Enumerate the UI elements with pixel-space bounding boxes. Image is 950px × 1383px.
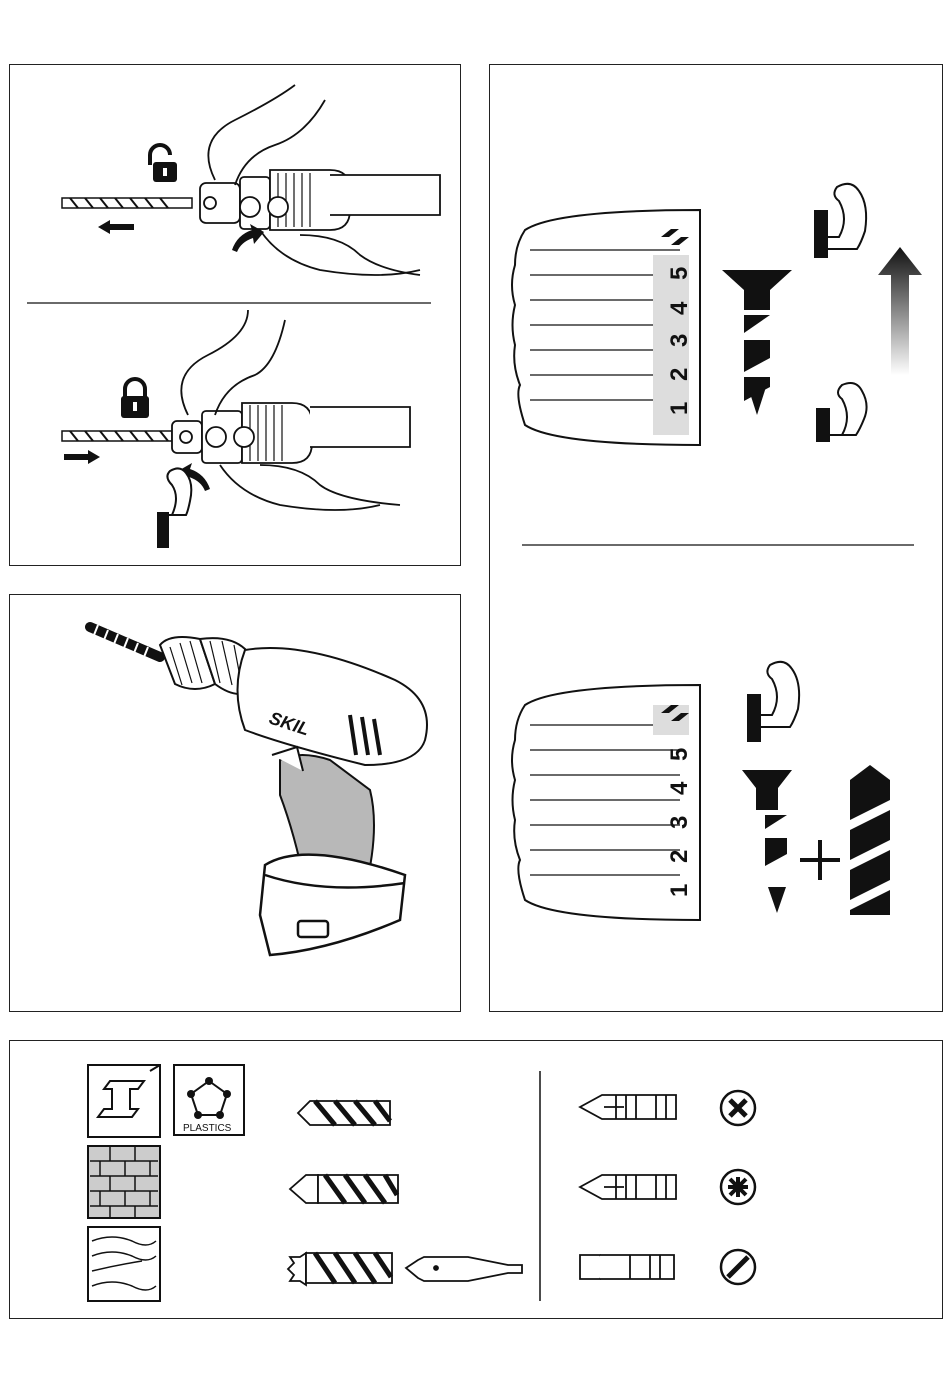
scale-1-bottom: 1 (666, 884, 693, 897)
drill-bit-icon (90, 625, 160, 657)
drill-illustration: SKIL (10, 595, 462, 1013)
lock-closed-icon (121, 379, 149, 418)
torque-panel: 5 4 3 2 1 (489, 64, 943, 1012)
scale-5-bottom: 5 (666, 748, 693, 761)
scale-2-top: 2 (666, 368, 693, 381)
arrow-left-icon (98, 220, 134, 234)
strong-arm-icon-bottom (748, 662, 799, 741)
scale-2-bottom: 2 (666, 850, 693, 863)
torque-increase-arrow-icon (878, 247, 922, 375)
scale-4-bottom: 4 (666, 781, 693, 795)
slotted-head-icon (721, 1250, 755, 1284)
chuck-top (200, 170, 440, 230)
drill-bit-top (62, 198, 192, 208)
drill-bit-bottom (62, 431, 172, 441)
spade-bit-icon (406, 1257, 522, 1281)
drill-panel: SKIL (9, 594, 461, 1012)
scale-1-top: 1 (666, 402, 693, 415)
masonry-icon (88, 1146, 160, 1218)
bits-panel: PLASTICS (9, 1040, 943, 1319)
bits-illustration: PLASTICS (10, 1041, 944, 1320)
pozidriv-bit-icon (580, 1175, 676, 1199)
scale-3-bottom: 3 (666, 816, 693, 829)
hss-bit-icon (298, 1101, 390, 1125)
masonry-bit-icon (290, 1175, 398, 1203)
arrow-right-icon (64, 450, 100, 464)
scale-5-top: 5 (666, 267, 693, 280)
screw-icon (722, 270, 792, 415)
pozidriv-head-icon (721, 1170, 755, 1204)
scale-3-top: 3 (666, 334, 693, 347)
drill-bit-icon (850, 765, 890, 915)
strong-arm-icon (815, 184, 866, 257)
torque-illustration: 5 4 3 2 1 (490, 65, 944, 1013)
slotted-bit-icon (580, 1255, 674, 1279)
metal-icon (88, 1065, 160, 1137)
chuck-illustration (10, 65, 462, 567)
phillips-head-icon (721, 1091, 755, 1125)
phillips-bit-icon (580, 1095, 676, 1119)
scale-4-top: 4 (666, 301, 693, 315)
screw-icon-bottom (742, 770, 792, 913)
plus-icon (800, 840, 840, 880)
wood-bit-icon (288, 1253, 392, 1285)
plastics-icon: PLASTICS (174, 1065, 244, 1135)
battery-pack (260, 855, 405, 955)
weak-arm-icon (817, 383, 867, 441)
strength-arm-icon (158, 468, 191, 547)
wood-icon (88, 1227, 160, 1301)
chuck-panel (9, 64, 461, 566)
lock-open-icon (150, 145, 177, 182)
drill-body (238, 648, 428, 765)
plastics-label: PLASTICS (183, 1123, 232, 1134)
